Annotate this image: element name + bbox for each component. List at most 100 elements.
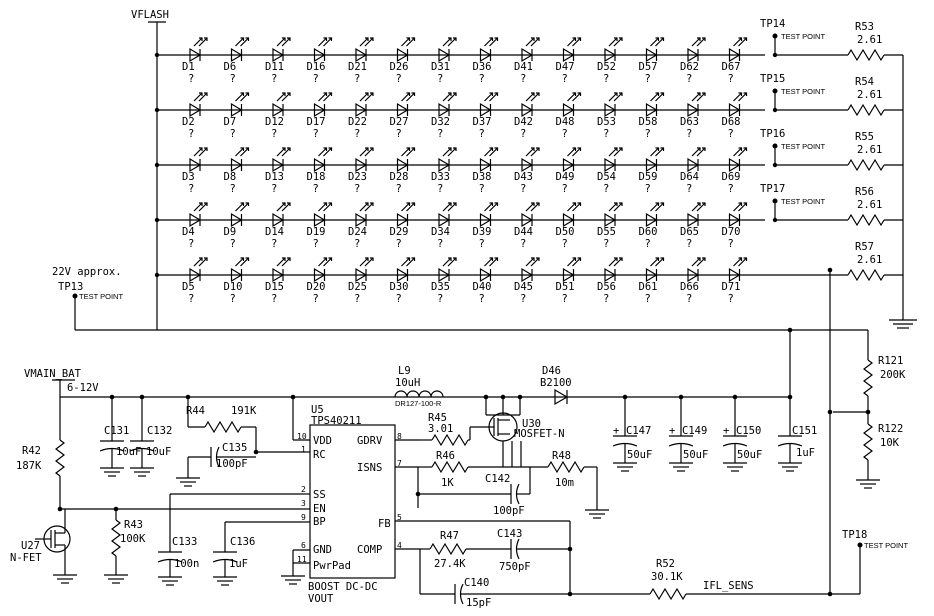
c143-ref: C143 <box>497 528 522 540</box>
led-resistor <box>847 213 885 227</box>
led-ref: D55 <box>597 226 616 238</box>
u30-ref: U30 <box>522 418 541 430</box>
led-value: ? <box>313 73 319 85</box>
res-val: 2.61 <box>857 144 882 156</box>
led-ref: D34 <box>431 226 450 238</box>
led-diode: D59? <box>639 147 665 195</box>
led-ref: D47 <box>556 61 575 73</box>
led-ref: D69 <box>722 171 741 183</box>
tp-sub: TEST POINT <box>781 197 825 206</box>
pin-num-8: 8 <box>397 432 402 441</box>
led-ref: D62 <box>680 61 699 73</box>
pin-comp: COMP <box>357 544 382 556</box>
led-diode: D24? <box>348 202 374 250</box>
c150-ref: C150 <box>736 425 761 437</box>
c136-capacitor: C136 1uF <box>212 521 302 586</box>
d46-part: B2100 <box>540 377 572 389</box>
u27-nfet: U27 N-FET <box>10 509 77 584</box>
led-diode: D55? <box>597 202 623 250</box>
c135-val: 100pF <box>216 458 248 470</box>
led-resistor <box>847 103 885 117</box>
r121-val: 200K <box>880 369 906 381</box>
led-value: ? <box>645 73 651 85</box>
res-ref: R54 <box>855 76 874 88</box>
pin-num-10: 10 <box>297 432 307 441</box>
led-value: ? <box>313 128 319 140</box>
led-value: ? <box>188 73 194 85</box>
led-diode: D11? <box>265 37 291 85</box>
res-ref: R55 <box>855 131 874 143</box>
led-value: ? <box>313 293 319 305</box>
led-value: ? <box>437 73 443 85</box>
led-diode: D60? <box>639 202 665 250</box>
led-ref: D11 <box>265 61 284 73</box>
led-ref: D2 <box>182 116 195 128</box>
pin-num-7: 7 <box>397 459 402 468</box>
led-value: ? <box>188 128 194 140</box>
c147-plus: + <box>613 425 619 437</box>
ifl-sens-label: IFL_SENS <box>703 580 754 592</box>
c147-val: 50uF <box>627 449 652 461</box>
r42-ref: R42 <box>22 445 41 457</box>
led-value: ? <box>562 128 568 140</box>
led-ref: D61 <box>639 281 658 293</box>
res-ref: R57 <box>855 241 874 253</box>
led-diode: D37? <box>473 92 499 140</box>
l9-ref: L9 <box>398 365 411 377</box>
led-row: D3?D8?D13?D18?D23?D28?D33?D38?D43?D49?D5… <box>154 128 903 195</box>
led-resistor <box>847 268 885 282</box>
led-value: ? <box>479 183 485 195</box>
led-value: ? <box>603 73 609 85</box>
led-resistor <box>847 48 885 62</box>
c131-capacitor: C131 10uF <box>99 394 141 477</box>
led-ref: D53 <box>597 116 616 128</box>
tp13-test-point: 22V approx. TP13 TEST POINT <box>52 266 157 331</box>
r44-ref: R44 <box>186 405 205 417</box>
r45-val: 3.01 <box>428 423 453 435</box>
led-diode: D2? <box>182 92 208 140</box>
u5-part: TPS40211 <box>311 415 362 427</box>
led-ref: D22 <box>348 116 367 128</box>
led-ref: D28 <box>390 171 409 183</box>
pin-num-2: 2 <box>301 485 306 494</box>
led-value: ? <box>645 183 651 195</box>
led-diode: D71? <box>722 257 748 305</box>
led-value: ? <box>686 128 692 140</box>
led-diode: D69? <box>722 147 748 195</box>
led-ref: D51 <box>556 281 575 293</box>
u5-ref: U5 <box>311 404 324 416</box>
led-row: D5?D10?D15?D20?D25?D30?D35?D40?D45?D51?D… <box>154 241 903 305</box>
c147-capacitor: C147 50uF + <box>612 394 652 472</box>
res-val: 2.61 <box>857 34 882 46</box>
led-diode: D29? <box>390 202 416 250</box>
led-value: ? <box>230 128 236 140</box>
led-diode: D39? <box>473 202 499 250</box>
led-value: ? <box>354 183 360 195</box>
r52-val: 30.1K <box>651 571 683 583</box>
led-diode: D28? <box>390 147 416 195</box>
led-ref: D63 <box>680 116 699 128</box>
led-diode: D5? <box>182 257 208 305</box>
led-diode: D42? <box>514 92 540 140</box>
led-diode: D8? <box>224 147 250 195</box>
led-value: ? <box>479 293 485 305</box>
r47-ref: R47 <box>440 530 459 542</box>
led-ground-bus <box>889 55 917 329</box>
led-ref: D6 <box>224 61 237 73</box>
r45-resistor: R45 3.01 <box>420 412 471 447</box>
led-value: ? <box>271 73 277 85</box>
led-diode: D21? <box>348 37 374 85</box>
led-ref: D44 <box>514 226 533 238</box>
tp-label: TP14 <box>760 18 785 30</box>
r43-resistor: R43 100K <box>104 506 146 584</box>
led-value: ? <box>188 183 194 195</box>
led-diode: D38? <box>473 147 499 195</box>
res-val: 2.61 <box>857 254 882 266</box>
led-value: ? <box>645 238 651 250</box>
led-value: ? <box>271 183 277 195</box>
led-value: ? <box>562 73 568 85</box>
led-value: ? <box>520 238 526 250</box>
led-ref: D54 <box>597 171 616 183</box>
led-ref: D8 <box>224 171 237 183</box>
led-ref: D5 <box>182 281 195 293</box>
